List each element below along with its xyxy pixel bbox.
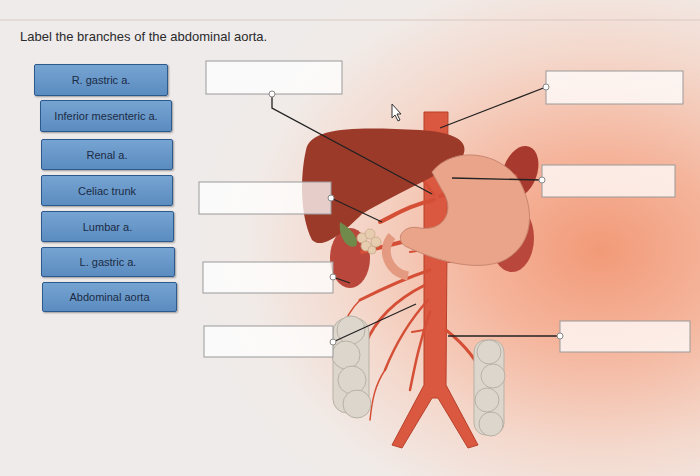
chip-label: Lumbar a. <box>77 221 139 233</box>
answer-chip: L. gastric a. <box>41 247 175 277</box>
chip-label: Abdominal aorta <box>63 291 155 303</box>
answer-chip: Abdominal aorta <box>42 282 177 312</box>
chip-label: Renal a. <box>81 149 134 161</box>
chip-label: R. gastric a. <box>66 74 137 86</box>
chip-label: L. gastric a. <box>74 256 143 268</box>
chip-label: Inferior mesenteric a. <box>48 110 163 122</box>
answer-chip: Lumbar a. <box>41 211 174 242</box>
answer-chip: R. gastric a. <box>34 64 168 96</box>
question-title: Label the branches of the abdominal aort… <box>20 29 267 44</box>
answer-chip: Celiac trunk <box>41 175 173 206</box>
answer-chip: Inferior mesenteric a. <box>40 100 172 132</box>
chip-label: Celiac trunk <box>72 185 142 197</box>
answer-chip: Renal a. <box>41 139 173 170</box>
